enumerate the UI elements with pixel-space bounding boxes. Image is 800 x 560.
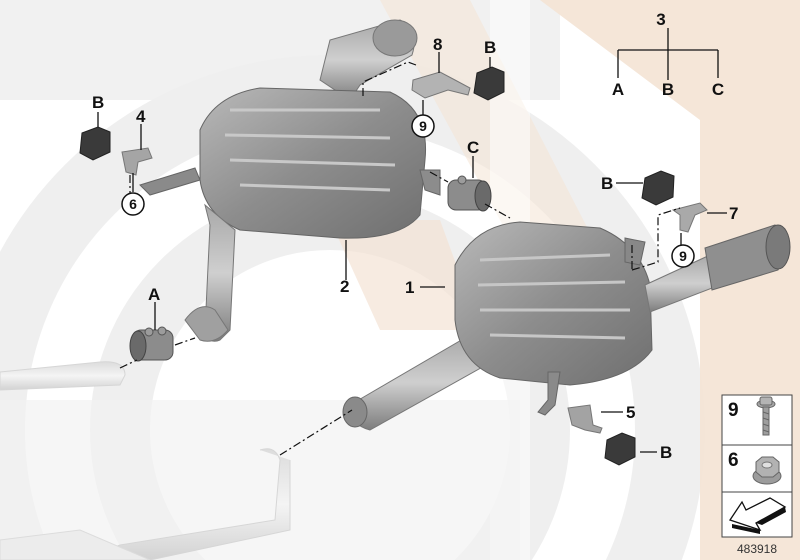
- bracket-part-4[interactable]: [121, 147, 153, 176]
- flange-bolt-icon: [756, 396, 776, 436]
- muffler-left-part-2[interactable]: [139, 19, 441, 342]
- callout-a[interactable]: A: [148, 285, 160, 304]
- callout-8[interactable]: 8: [433, 35, 442, 54]
- callout-2[interactable]: 2: [340, 277, 349, 296]
- bracket-part-5[interactable]: [567, 404, 603, 434]
- legend-item-6[interactable]: 6: [728, 450, 782, 485]
- callout-5[interactable]: 5: [626, 403, 635, 422]
- callout-c[interactable]: C: [467, 138, 479, 157]
- bracket-part-8[interactable]: [411, 71, 471, 99]
- callout-1[interactable]: 1: [405, 278, 414, 297]
- callout-7[interactable]: 7: [729, 204, 738, 223]
- tree-child-b[interactable]: B: [662, 80, 674, 99]
- muffler-right-part-1[interactable]: [342, 221, 791, 431]
- callout-6-circled[interactable]: 6: [121, 192, 145, 216]
- tree-child-c[interactable]: C: [712, 80, 724, 99]
- svg-text:9: 9: [679, 248, 687, 264]
- callout-b-1[interactable]: B: [92, 93, 104, 112]
- svg-text:9: 9: [419, 118, 427, 134]
- assembly-lines: [119, 61, 681, 456]
- callout-4[interactable]: 4: [136, 107, 146, 126]
- clamp-c[interactable]: [447, 175, 492, 212]
- callout-9-circled-upper[interactable]: 9: [411, 114, 435, 138]
- clamp-a[interactable]: [129, 326, 174, 362]
- svg-text:9: 9: [728, 400, 739, 421]
- callout-b-4[interactable]: B: [660, 443, 672, 462]
- direction-arrow-icon: [728, 497, 787, 534]
- callout-b-2[interactable]: B: [484, 38, 496, 57]
- svg-text:6: 6: [728, 450, 739, 471]
- callout-b-3[interactable]: B: [601, 174, 613, 193]
- svg-text:6: 6: [129, 196, 137, 212]
- callout-9-circled-right[interactable]: 9: [671, 244, 695, 268]
- image-number: 483918: [737, 542, 777, 556]
- ghost-exhaust-pipes: [0, 361, 291, 560]
- callout-labels: B 4 8 B C 2 1 B 7 A 5 B 6 9 9: [92, 35, 738, 462]
- rubber-hanger-b-2[interactable]: [473, 66, 505, 101]
- hex-flange-nut-icon: [752, 456, 782, 485]
- bracket-part-7[interactable]: [671, 202, 708, 233]
- legend-item-arrow: [728, 497, 787, 534]
- assembly-tree-3: 3 A B C: [612, 10, 724, 99]
- tree-root-3[interactable]: 3: [656, 10, 665, 29]
- rubber-hanger-b-4[interactable]: [604, 432, 636, 466]
- hardware-legend: 9 6 483918: [721, 394, 793, 556]
- tree-child-a[interactable]: A: [612, 80, 624, 99]
- rubber-hanger-b-3[interactable]: [641, 170, 675, 206]
- legend-item-9[interactable]: 9: [728, 396, 776, 436]
